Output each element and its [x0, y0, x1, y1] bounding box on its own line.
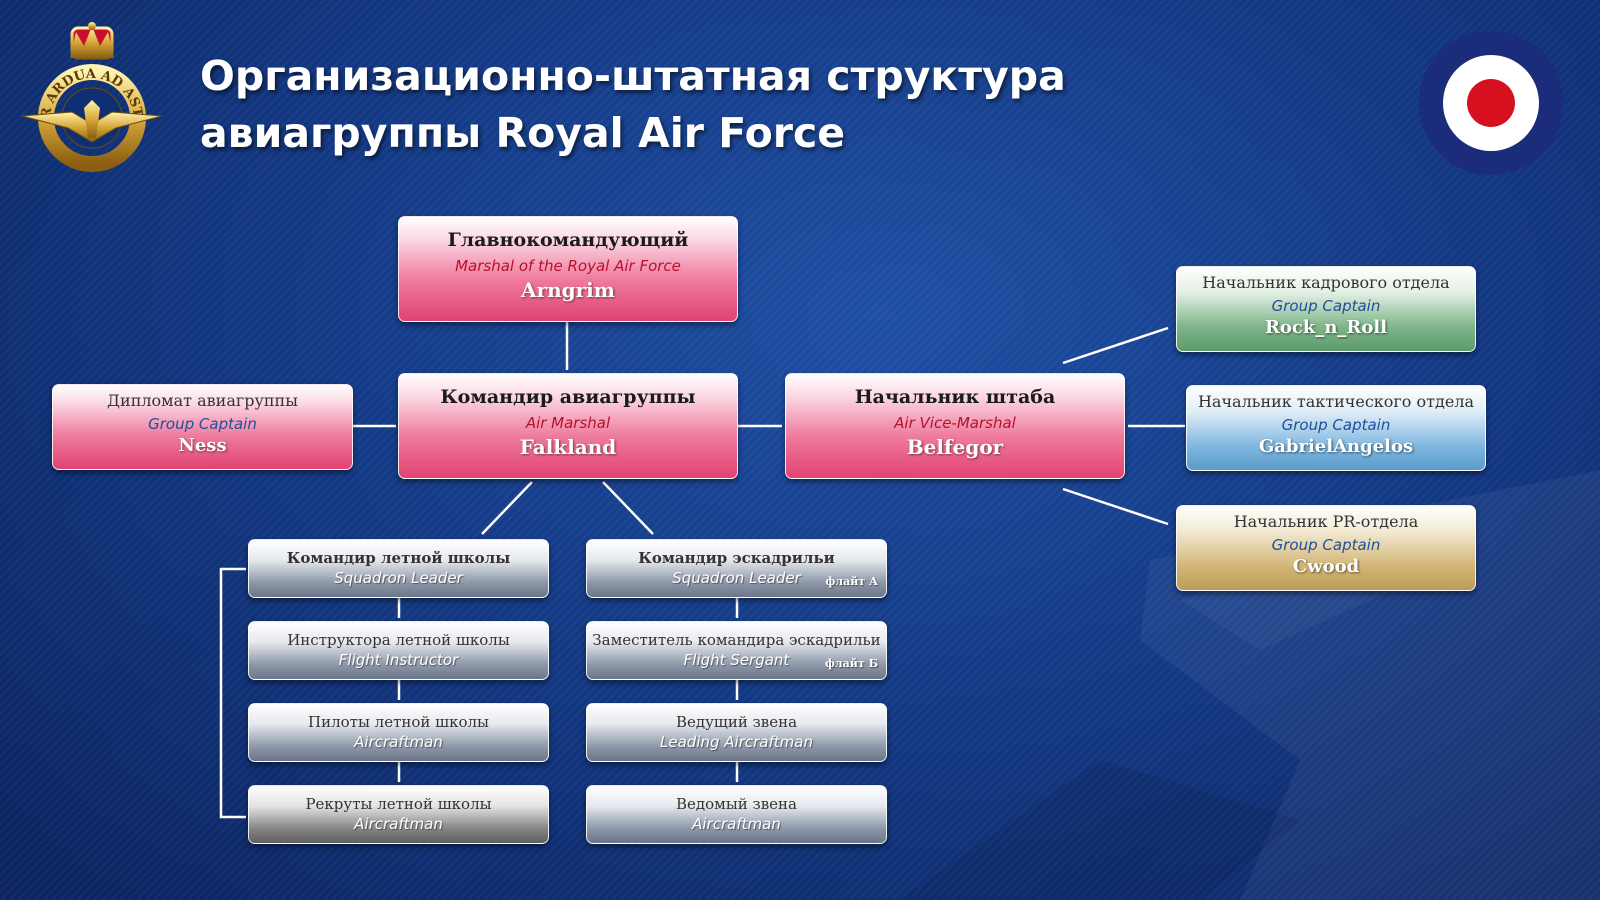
node-title: Начальник кадрового отдела — [1202, 273, 1450, 292]
node-name: Cwood — [1292, 556, 1360, 577]
raf-emblem-icon: PER ARDUA AD ASTRA — [20, 20, 163, 172]
node-title: Дипломат авиагруппы — [107, 391, 298, 410]
node-rank: Air Vice-Marshal — [894, 414, 1016, 432]
hr-chief-box: Начальник кадрового отдела Group Captain… — [1176, 266, 1476, 352]
deputy-squadron-commander-box: Заместитель командира эскадрильи Flight … — [586, 621, 887, 680]
node-rank: Aircraftman — [354, 815, 443, 833]
node-rank: Group Captain — [148, 415, 257, 433]
node-rank: Group Captain — [1281, 416, 1391, 434]
chief-of-staff-box: Начальник штаба Air Vice-Marshal Belfego… — [785, 373, 1125, 479]
node-name: Ness — [178, 435, 227, 456]
node-rank: Leading Aircraftman — [660, 733, 813, 751]
node-title: Командир авиагруппы — [440, 386, 696, 408]
node-name: GabrielAngelos — [1258, 436, 1414, 457]
flight-leader-box: Ведущий звена Leading Aircraftman — [586, 703, 887, 762]
node-title: Командир летной школы — [286, 549, 511, 567]
node-rank: Marshal of the Royal Air Force — [455, 257, 681, 275]
flight-school-instructors-box: Инструктора летной школы Flight Instruct… — [248, 621, 549, 680]
node-title: Инструктора летной школы — [287, 631, 510, 649]
flight-school-pilots-box: Пилоты летной школы Aircraftman — [248, 703, 549, 762]
tactical-chief-box: Начальник тактического отдела Group Capt… — [1186, 385, 1486, 471]
squadron-commander-box: Командир эскадрильи Squadron Leader флай… — [586, 539, 887, 598]
node-title: Командир эскадрильи — [638, 549, 835, 567]
node-title: Начальник тактического отдела — [1197, 392, 1475, 411]
node-rank: Group Captain — [1271, 297, 1381, 315]
page-title-line-1: Организационно-штатная структура — [200, 52, 1066, 100]
node-title: Ведущий звена — [675, 713, 798, 731]
flight-school-recruits-box: Рекруты летной школы Aircraftman — [248, 785, 549, 844]
node-name: Arngrim — [521, 278, 615, 302]
node-title: Главнокомандующий — [447, 229, 689, 251]
node-rank: Squadron Leader — [334, 569, 463, 587]
node-rank: Group Captain — [1271, 536, 1381, 554]
node-rank: Aircraftman — [692, 815, 781, 833]
page-title: Организационно-штатная структура авиагру… — [200, 48, 1066, 162]
raf-roundel-icon — [1419, 31, 1563, 175]
node-rank: Flight Instructor — [338, 651, 459, 669]
group-commander-box: Командир авиагруппы Air Marshal Falkland — [398, 373, 738, 479]
node-title: Рекруты летной школы — [305, 795, 492, 813]
flight-school-commander-box: Командир летной школы Squadron Leader — [248, 539, 549, 598]
pr-chief-box: Начальник PR-отдела Group Captain Cwood — [1176, 505, 1476, 591]
node-rank: Aircraftman — [354, 733, 443, 751]
node-title: Начальник штаба — [854, 386, 1056, 408]
node-title: Пилоты летной школы — [308, 713, 489, 731]
flight-label: флайт Б — [824, 657, 878, 670]
wingman-box: Ведомый звена Aircraftman — [586, 785, 887, 844]
node-name: Belfegor — [906, 435, 1004, 459]
node-name: Falkland — [519, 435, 617, 459]
node-title: Начальник PR-отдела — [1233, 512, 1419, 531]
diplomat-box: Дипломат авиагруппы Group Captain Ness — [52, 384, 353, 470]
node-rank: Air Marshal — [525, 414, 611, 432]
flight-label: флайт А — [825, 575, 878, 588]
node-rank: Flight Sergant — [683, 651, 790, 669]
node-name: Rock_n_Roll — [1264, 317, 1388, 338]
page-title-line-2: авиагруппы Royal Air Force — [200, 109, 846, 157]
node-title: Ведомый звена — [676, 795, 797, 813]
node-title: Заместитель командира эскадрильи — [592, 631, 881, 649]
node-rank: Squadron Leader — [672, 569, 801, 587]
commander-in-chief-box: Главнокомандующий Marshal of the Royal A… — [398, 216, 738, 322]
